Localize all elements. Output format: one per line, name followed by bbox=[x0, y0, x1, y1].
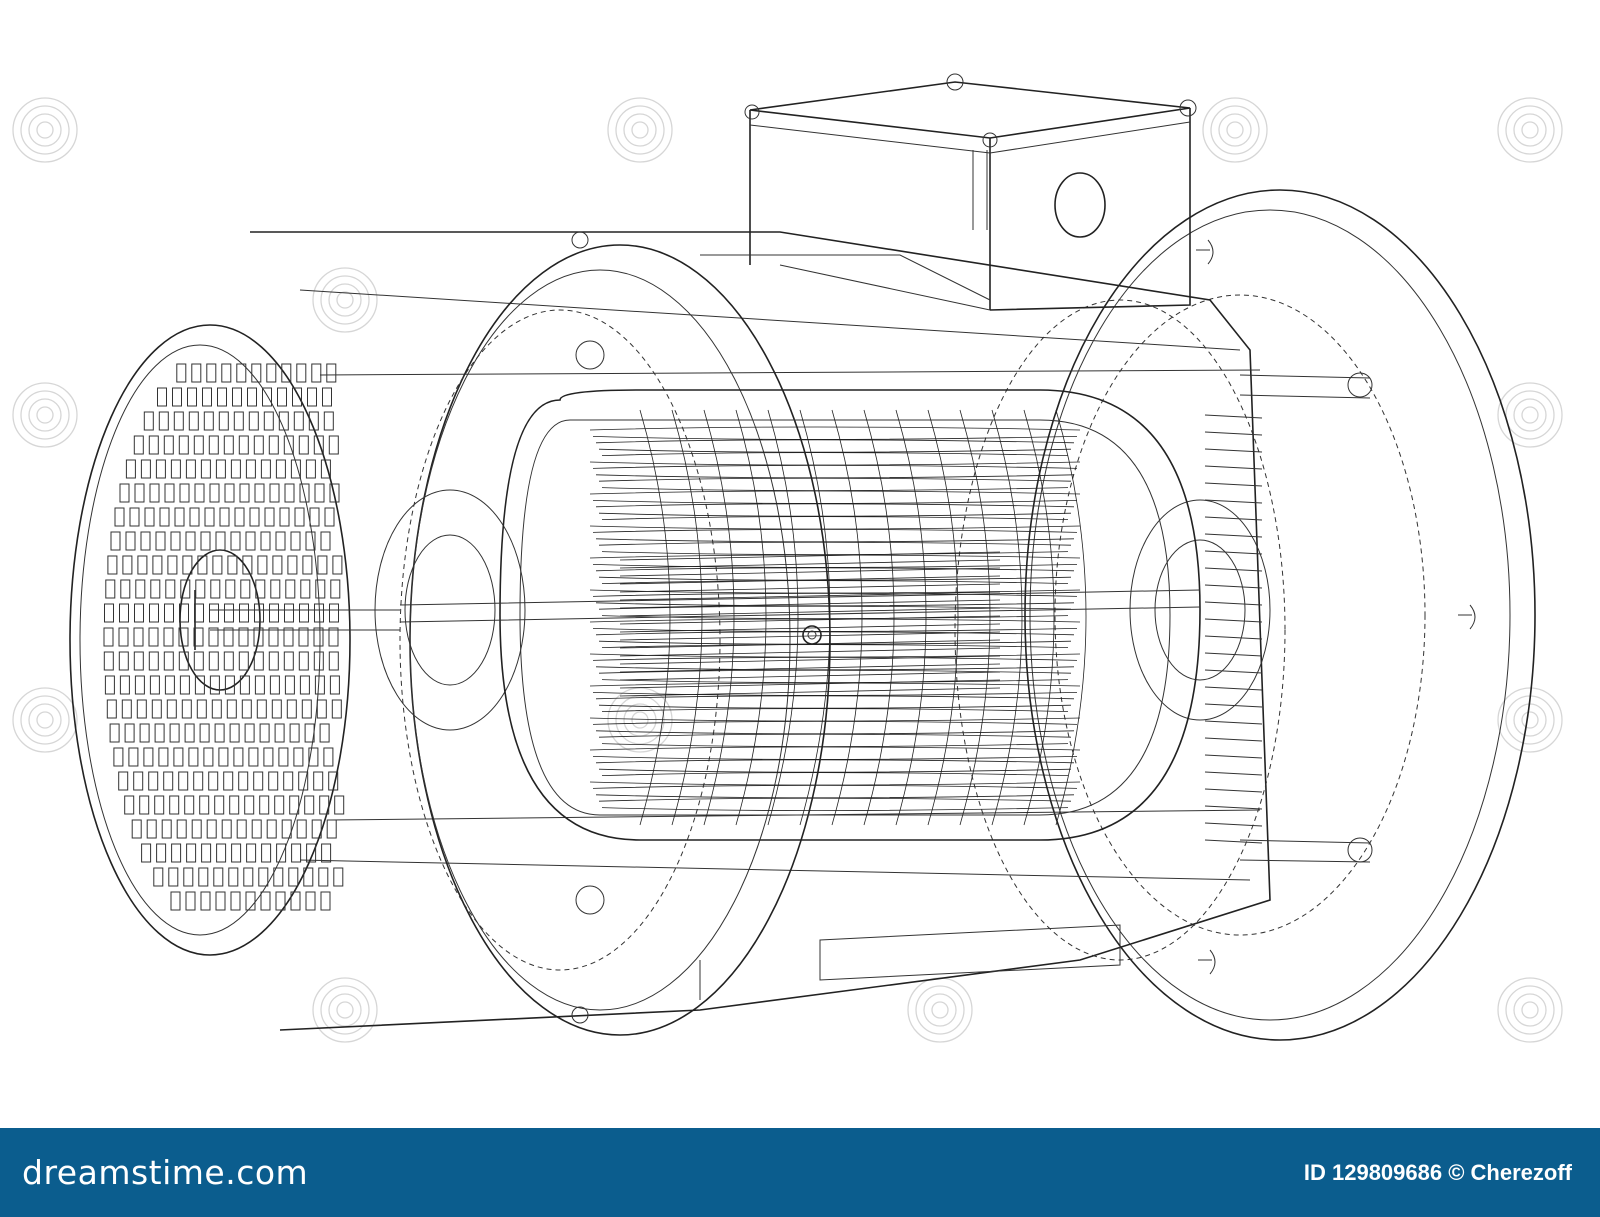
electric-motor-wireframe bbox=[12, 73, 1563, 1043]
mounting-flange bbox=[1024, 189, 1536, 1041]
stock-footer-bar: dreamstime.com ID 129809686 © Cherezoff bbox=[0, 1128, 1600, 1217]
watermark-spiral-icon bbox=[12, 97, 1563, 1043]
terminal-box bbox=[700, 73, 1197, 311]
fan-cover bbox=[69, 324, 400, 956]
stator-windings bbox=[499, 389, 1201, 841]
motor-shaft bbox=[399, 589, 1201, 645]
cooling-fins bbox=[1204, 414, 1263, 844]
motor-housing bbox=[250, 231, 1373, 1036]
fan-grille bbox=[103, 363, 345, 911]
brand-wordmark[interactable]: dreamstime.com bbox=[22, 1153, 309, 1192]
image-id-credit: ID 129809686 © Cherezoff bbox=[1303, 1159, 1572, 1185]
